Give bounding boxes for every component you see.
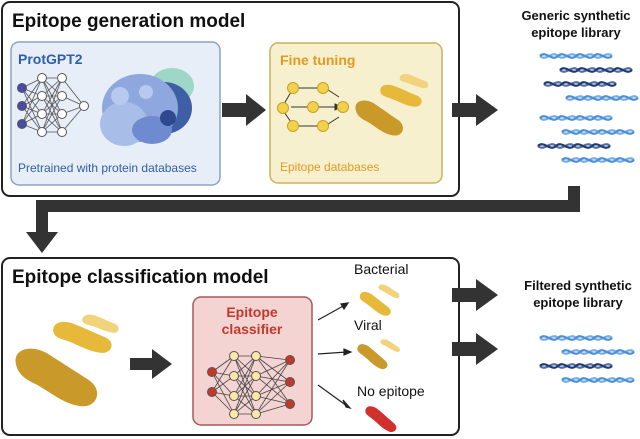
network-edge — [255, 395, 291, 405]
network-edge — [233, 355, 257, 397]
network-edge — [255, 355, 291, 405]
dna-strand — [560, 349, 636, 355]
dna-strand — [536, 143, 612, 149]
network-edge — [61, 77, 85, 107]
dna-strand — [538, 363, 614, 369]
network-edge — [21, 95, 43, 125]
output-viral-label: Viral — [354, 317, 382, 333]
network-edge — [233, 355, 257, 415]
dna-strand — [560, 129, 636, 135]
network-edge — [61, 105, 85, 133]
network-node — [17, 83, 27, 93]
classifier-network-nodes — [207, 351, 295, 419]
dna-strand — [538, 115, 614, 121]
network-node — [79, 101, 89, 111]
filtered-library-title-line1: Filtered synthetic — [524, 278, 632, 293]
protgpt2-caption: Pretrained with protein databases — [18, 161, 197, 175]
connector-arrow — [26, 186, 580, 253]
network-edge — [255, 375, 291, 405]
network-node — [251, 371, 261, 381]
network-node — [285, 355, 295, 365]
dna-strand — [560, 377, 636, 383]
network-node — [251, 391, 261, 401]
network-node — [207, 367, 217, 377]
fine-tuning-box — [269, 42, 443, 184]
network-node — [17, 101, 27, 111]
network-node — [37, 109, 47, 119]
output-arrows — [317, 302, 353, 410]
classification-model-title: Epitope classification model — [12, 267, 269, 288]
dna-strand — [558, 67, 634, 73]
network-edge — [255, 403, 291, 415]
network-node — [229, 409, 239, 419]
graph-cycle-icon — [277, 82, 349, 132]
network-node — [251, 409, 261, 419]
generic-library-title-line1: Generic synthetic — [521, 8, 630, 23]
network-node — [285, 399, 295, 409]
dna-strand — [538, 335, 614, 341]
network-node — [37, 127, 47, 137]
network-node — [251, 351, 261, 361]
neural-network-nodes — [17, 73, 89, 137]
network-edge — [211, 391, 235, 415]
output-bacterial-label: Bacterial — [354, 261, 408, 277]
network-edge — [255, 359, 291, 415]
classifier-title-line2: classifier — [222, 321, 283, 337]
network-edge — [41, 95, 63, 133]
dna-strand — [538, 53, 614, 59]
filtered-library-title-line2: epitope library — [533, 295, 623, 310]
block-arrow-icon — [452, 94, 498, 126]
protein-structure-icon — [100, 68, 194, 146]
dna-strand — [542, 81, 618, 87]
fine-tuning-title: Fine tuning — [280, 52, 355, 68]
network-edge — [255, 355, 291, 361]
network-node — [17, 119, 27, 129]
network-edge — [255, 381, 291, 415]
network-node — [229, 351, 239, 361]
network-edge — [255, 381, 291, 397]
network-edge — [21, 77, 43, 107]
network-edge — [255, 359, 291, 377]
dna-strand — [560, 157, 636, 163]
network-edge — [211, 355, 235, 393]
network-edge — [255, 359, 291, 397]
network-edge — [211, 371, 235, 415]
network-node — [37, 91, 47, 101]
network-node — [57, 91, 67, 101]
network-edge — [41, 77, 63, 115]
protgpt2-title: ProtGPT2 — [18, 51, 83, 67]
network-edge — [21, 77, 43, 125]
output-no-epitope-label: No epitope — [357, 383, 425, 399]
generic-library-title-line2: epitope library — [531, 25, 621, 40]
network-node — [37, 73, 47, 83]
network-node — [285, 377, 295, 387]
dna-helix-icon — [538, 335, 636, 383]
block-arrow-icon — [452, 279, 498, 311]
network-edge — [41, 77, 63, 133]
block-arrow-icon — [222, 94, 266, 126]
network-edge — [255, 355, 291, 383]
classifier-title-line1: Epitope — [226, 304, 278, 320]
block-arrow-icon — [452, 333, 498, 365]
network-node — [229, 391, 239, 401]
network-edge — [255, 375, 291, 383]
network-node — [57, 73, 67, 83]
network-edge — [233, 375, 257, 415]
network-node — [229, 371, 239, 381]
network-node — [57, 127, 67, 137]
dna-strand — [564, 95, 640, 101]
network-node — [207, 387, 217, 397]
block-arrow-icon — [130, 349, 172, 379]
fine-tuning-caption: Epitope databases — [280, 160, 379, 174]
network-node — [57, 109, 67, 119]
generation-model-title: Epitope generation model — [12, 11, 245, 32]
dna-helix-icon — [536, 53, 640, 163]
